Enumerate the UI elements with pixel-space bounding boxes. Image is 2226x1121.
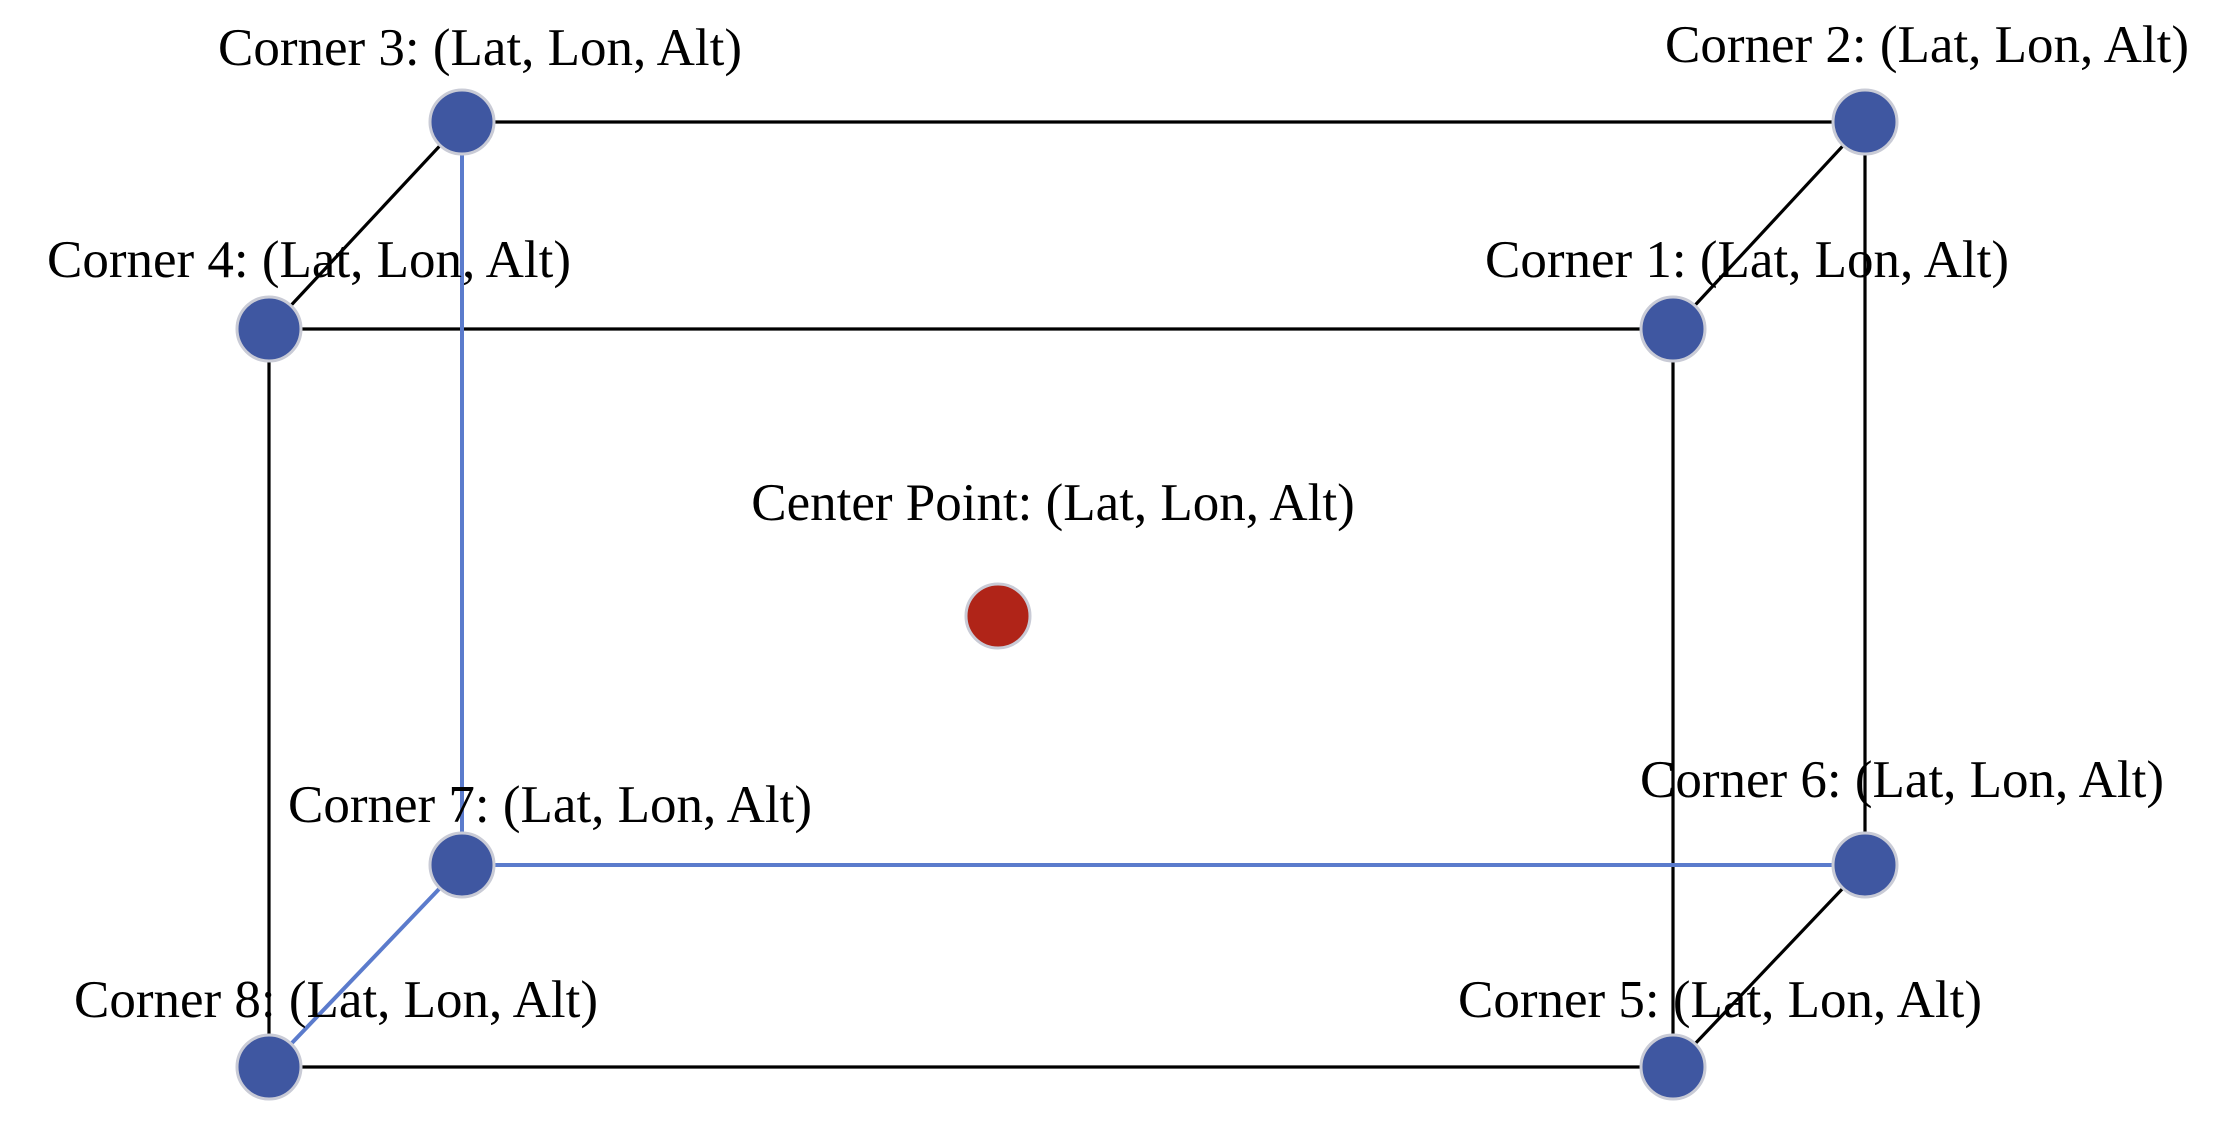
corner-4-label: Corner 4: (Lat, Lon, Alt) [47, 231, 571, 289]
corner-1-label: Corner 1: (Lat, Lon, Alt) [1485, 231, 2009, 289]
edges-layer [267, 120, 1867, 1069]
corner-6-label: Corner 6: (Lat, Lon, Alt) [1640, 751, 2164, 809]
corner-2-node [1831, 88, 1899, 156]
edge-corner-2-to-corner-1 [1671, 120, 1867, 331]
corner-6-node [1831, 831, 1899, 899]
corner-3-node [428, 88, 496, 156]
corner-7-label: Corner 7: (Lat, Lon, Alt) [288, 776, 812, 834]
corner-2-label: Corner 2: (Lat, Lon, Alt) [1665, 16, 2189, 74]
edge-corner-7-to-corner-8 [267, 863, 464, 1069]
corner-5-label: Corner 5: (Lat, Lon, Alt) [1458, 971, 1982, 1029]
corner-5-node [1639, 1033, 1707, 1101]
corner-7-node [428, 831, 496, 899]
corner-1-node [1639, 295, 1707, 363]
edge-corner-3-to-corner-4 [267, 120, 464, 331]
corner-4-node [235, 295, 303, 363]
corner-8-label: Corner 8: (Lat, Lon, Alt) [74, 971, 598, 1029]
corner-3-label: Corner 3: (Lat, Lon, Alt) [218, 19, 742, 77]
nodes-layer [235, 88, 1899, 1101]
edge-corner-6-to-corner-5 [1671, 863, 1867, 1069]
labels-layer: Corner 3: (Lat, Lon, Alt) Corner 2: (Lat… [47, 16, 2189, 1029]
corner-8-node [235, 1033, 303, 1101]
center-point-node [964, 582, 1032, 650]
center-point-label: Center Point: (Lat, Lon, Alt) [751, 474, 1355, 532]
